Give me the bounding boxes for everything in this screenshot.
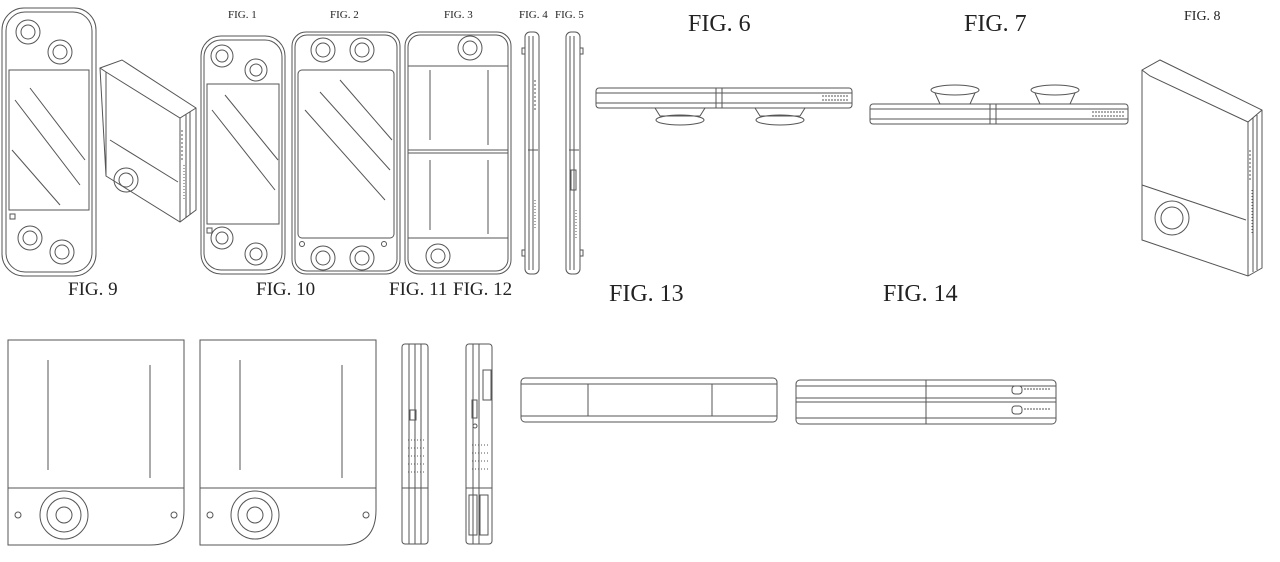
fig6-label: FIG. 6	[688, 11, 751, 37]
fig4-rear-flat-view	[404, 31, 512, 275]
fig1-folded-device-perspective	[99, 59, 197, 223]
fig14-label: FIG. 14	[883, 281, 958, 307]
fig9-folded-front-view	[7, 339, 185, 546]
fig1-label: FIG. 1	[228, 9, 257, 21]
fig6-top-edge-view	[595, 87, 853, 126]
fig3-front-flat-view	[291, 31, 401, 275]
fig12-folded-other-side-view	[465, 343, 493, 545]
fig11-folded-side-view	[401, 343, 429, 545]
fig2-front-view	[200, 35, 286, 275]
fig7-bottom-edge-view	[869, 84, 1129, 125]
fig4-label: FIG. 4	[519, 9, 548, 21]
fig13-label: FIG. 13	[609, 281, 684, 307]
fig5-label: FIG. 5	[555, 9, 584, 21]
fig8-label: FIG. 8	[1184, 9, 1221, 24]
fig10-folded-rear-view	[199, 339, 377, 546]
fig11-label: FIG. 11	[389, 279, 448, 300]
fig10-label: FIG. 10	[256, 279, 316, 300]
fig5-side-view-right	[565, 31, 584, 275]
fig13-folded-top-edge-view	[520, 377, 778, 423]
fig3-label: FIG. 3	[444, 9, 473, 21]
fig12-label: FIG. 12	[453, 279, 513, 300]
fig14-folded-bottom-edge-view	[795, 379, 1057, 425]
fig7-label: FIG. 7	[964, 11, 1027, 37]
fig8-folded-perspective	[1141, 59, 1263, 277]
fig5-side-view-left	[521, 31, 540, 275]
fig9-label: FIG. 9	[68, 279, 118, 300]
fig1-open-device-perspective	[1, 7, 97, 277]
fig2-label: FIG. 2	[330, 9, 359, 21]
